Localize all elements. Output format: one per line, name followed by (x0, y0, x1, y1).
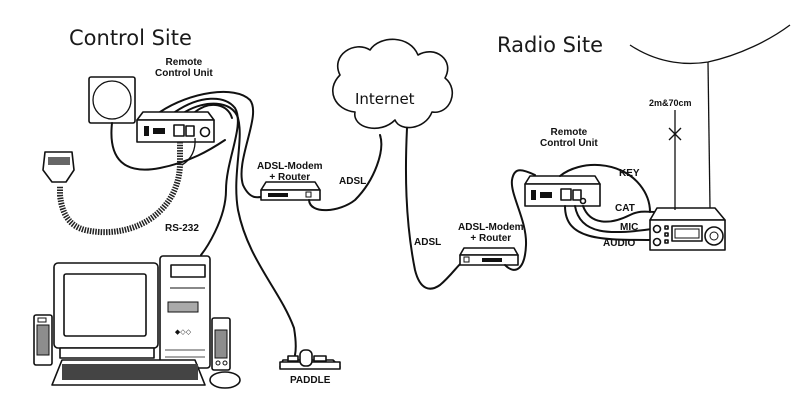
antenna-label: 2m&70cm (649, 98, 692, 108)
modem-control-adsl-cable (308, 134, 383, 212)
modem-radio-label: ADSL-Modem + Router (458, 222, 524, 244)
microphone (42, 151, 75, 183)
remote-control-unit-radio (524, 175, 601, 207)
remote-control-unit-control (136, 111, 215, 143)
rcu-radio-label: Remote Control Unit (540, 127, 598, 149)
svg-text:◆◇◇: ◆◇◇ (175, 328, 192, 336)
wire-antenna (629, 24, 791, 65)
modem-radio-rcu-cable (504, 169, 536, 271)
internet-label: Internet (355, 90, 415, 108)
vhf-uhf-antenna (668, 110, 682, 210)
radio-site-title: Radio Site (497, 33, 604, 57)
rcu-aux-cable (194, 103, 233, 119)
rcu-modem-cable (159, 90, 266, 199)
rcu-computer-cable (174, 97, 239, 256)
adsl-radio-label: ADSL (414, 237, 442, 248)
key-cable (559, 164, 651, 213)
speaker-cable (110, 122, 226, 171)
internet-adsl-cable-radio (404, 127, 466, 290)
paddle (279, 349, 341, 370)
key-label: KEY (619, 168, 640, 179)
speaker (88, 76, 136, 124)
microphone-cord (57, 142, 183, 236)
paddle-label: PADDLE (290, 375, 331, 386)
wire-antenna-feed (707, 61, 711, 209)
rs232-label: RS-232 (165, 223, 199, 234)
mic-label: MIC (620, 222, 639, 233)
mic-cable (574, 205, 653, 234)
cat-label: CAT (615, 203, 635, 214)
rcu-control-label: Remote Control Unit (155, 57, 213, 79)
computer: ◆◇◇ (33, 255, 241, 389)
adsl-modem-router-control (260, 181, 321, 201)
modem-control-label: ADSL-Modem + Router (257, 161, 323, 183)
audio-label: AUDIO (603, 238, 636, 249)
audio-cable (564, 205, 653, 241)
control-site-title: Control Site (69, 26, 192, 50)
adsl-modem-router-radio (459, 247, 519, 266)
internet-cloud (332, 38, 454, 129)
adsl-control-label: ADSL (339, 176, 367, 187)
rcu-paddle-cable (184, 102, 297, 356)
rcu-mic-lead (181, 137, 196, 166)
transceiver (649, 207, 726, 251)
cat-cable (582, 205, 656, 223)
